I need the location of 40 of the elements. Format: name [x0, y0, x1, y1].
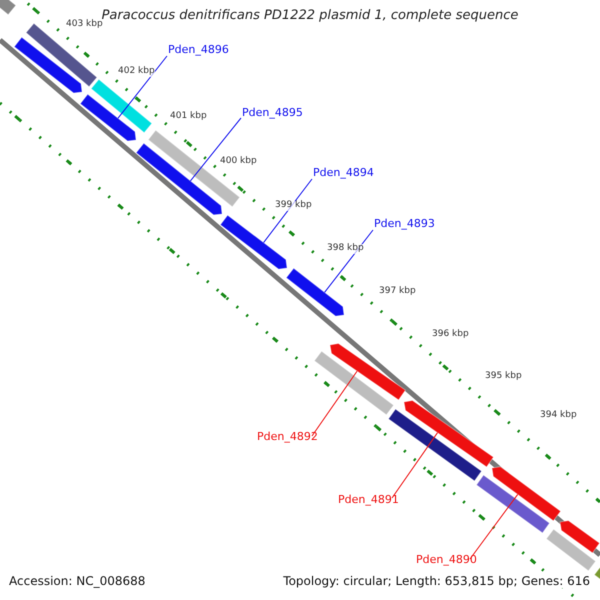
footer-text: Topology: circular; Length: 653,815 bp; Genes: 616 [283, 575, 590, 588]
tick-label: 394 kbp [540, 411, 577, 421]
gene-label: Pden_4895 [242, 107, 303, 120]
leader-line [312, 370, 358, 436]
gene-feature [286, 268, 345, 317]
tick-label: 395 kbp [485, 372, 522, 382]
leader-line [190, 118, 242, 182]
gene-label: Pden_4891 [338, 494, 399, 506]
gene-feature [329, 342, 406, 401]
gene-label: Pden_4890 [416, 554, 477, 566]
tick-label: 403 kbp [66, 20, 103, 30]
gene-bar [546, 528, 596, 572]
gene-bar [148, 130, 240, 208]
gene-label: Pden_4893 [374, 218, 435, 230]
tick-label: 401 kbp [170, 112, 207, 122]
gene-label: Pden_4896 [168, 44, 229, 56]
leader-line [470, 494, 518, 560]
leader-line [392, 432, 438, 498]
gene-feature [14, 36, 83, 94]
gene-feature [80, 94, 137, 142]
gene-feature [403, 400, 494, 468]
tick-label: 402 kbp [118, 67, 155, 77]
gene-feature [220, 214, 288, 270]
leader-line [118, 56, 168, 119]
gene-bar [388, 408, 482, 482]
gene-label: Pden_4892 [257, 431, 318, 444]
gene-bar [90, 78, 152, 134]
title: Paracoccus denitrificans PD1222 plasmid 1, complete sequence [102, 8, 518, 23]
footer-text: Accession: NC_008688 [9, 575, 146, 588]
tick-label: 397 kbp [379, 287, 416, 297]
gene-bar [314, 350, 394, 416]
gene-bar [476, 474, 550, 534]
tick-label: 396 kbp [432, 330, 469, 340]
gene-feature [491, 466, 562, 522]
tick-label: 400 kbp [220, 157, 257, 167]
gene-label: Pden_4894 [313, 167, 374, 180]
tick-label: 398 kbp [327, 244, 364, 254]
gene-feature [559, 520, 600, 554]
tick-label: 399 kbp [275, 201, 312, 211]
gene-bar [0, 0, 16, 16]
